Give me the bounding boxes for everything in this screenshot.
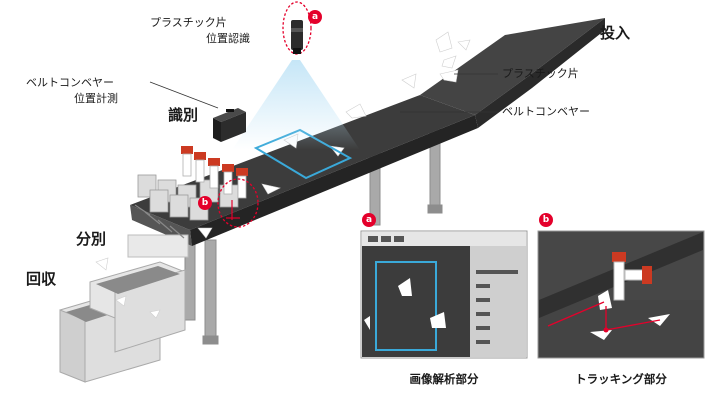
plastic-pieces: [261, 31, 471, 195]
inset-image-analysis: [360, 230, 528, 359]
label-conveyor: ベルトコンベヤー: [502, 105, 590, 118]
badge-b-sorter: b: [198, 196, 212, 210]
stage-identify: 識別: [168, 106, 199, 124]
stage-collect: 回収: [26, 270, 57, 288]
badge-a-inset: a: [362, 213, 376, 227]
position-sensor-icon: [213, 108, 246, 142]
badge-b-inset: b: [539, 213, 553, 227]
caption-tracking: トラッキング部分: [575, 372, 667, 386]
leader-lines: [149, 73, 498, 113]
label-plastic-pieces: プラスチック片: [502, 67, 579, 80]
stage-sort: 分別: [76, 230, 107, 248]
inset-tracking: [537, 230, 705, 359]
stage-input: 投入: [600, 24, 631, 42]
camera-icon: [282, 1, 312, 55]
label-sensor-line1: ベルトコンベヤー: [26, 76, 114, 89]
caption-image-analysis: 画像解析部分: [409, 372, 479, 386]
label-camera-line1: プラスチック片: [150, 16, 227, 29]
badge-a-camera: a: [308, 10, 322, 24]
camera-beam: [232, 60, 360, 150]
label-camera-line2: 位置認識: [206, 32, 250, 45]
label-sensor-line2: 位置計測: [74, 92, 118, 105]
collection-bins: [59, 257, 186, 383]
